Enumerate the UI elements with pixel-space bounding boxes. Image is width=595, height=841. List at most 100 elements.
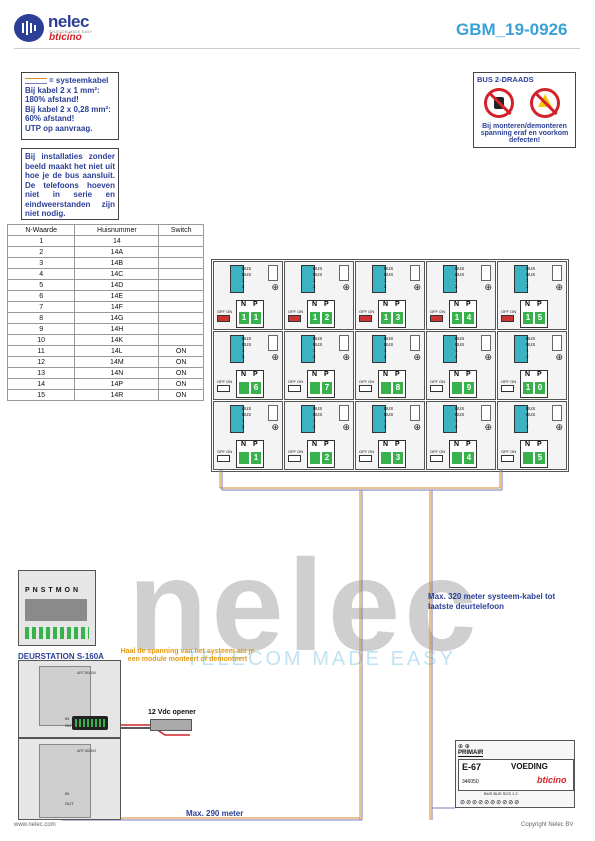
n-label: N bbox=[312, 441, 318, 448]
n-digit: 1 bbox=[381, 312, 391, 324]
handset-icon bbox=[339, 405, 349, 421]
table-cell: 5 bbox=[6, 279, 76, 291]
p-label: P bbox=[253, 301, 258, 308]
crosshair-icon: ⊕ bbox=[413, 282, 421, 292]
switch-toggle bbox=[501, 315, 514, 322]
p-label: P bbox=[253, 371, 258, 378]
switch-toggle bbox=[217, 315, 230, 322]
dip-switch-leds bbox=[25, 627, 89, 639]
crosshair-icon: ⊕ bbox=[271, 282, 279, 292]
n-digit bbox=[239, 382, 249, 394]
p-digit: 4 bbox=[464, 452, 474, 464]
n-digit bbox=[239, 452, 249, 464]
n-digit bbox=[452, 382, 462, 394]
brand-tagline: TELECOM MADE EASY bbox=[49, 30, 93, 34]
crosshair-icon: ⊕ bbox=[555, 422, 563, 432]
crosshair-icon: ⊕ bbox=[484, 352, 492, 362]
switch-toggle bbox=[430, 455, 443, 462]
handset-icon bbox=[552, 335, 562, 351]
p-label: P bbox=[466, 441, 471, 448]
n-label: N bbox=[383, 441, 389, 448]
door-station-title: DEURSTATION S-160A bbox=[18, 652, 104, 661]
cable-note-line: 180% afstand! bbox=[25, 95, 79, 104]
header-divider bbox=[14, 48, 580, 49]
crosshair-icon: ⊕ bbox=[413, 352, 421, 362]
bus-terminal bbox=[443, 405, 457, 433]
p-label: P bbox=[537, 371, 542, 378]
switch-toggle bbox=[288, 385, 301, 392]
switch-toggle bbox=[430, 385, 443, 392]
cable-note-line: 60% afstand! bbox=[25, 114, 75, 123]
switch-toggle bbox=[501, 385, 514, 392]
n-label: N bbox=[241, 371, 247, 378]
p-digit: 2 bbox=[322, 452, 332, 464]
switch-toggle bbox=[359, 315, 372, 322]
cable-note-line: UTP op aanvraag. bbox=[25, 123, 93, 133]
n-digit bbox=[310, 452, 320, 464]
module-out-label: OUT bbox=[65, 801, 74, 806]
p-label: P bbox=[253, 441, 258, 448]
crosshair-icon: ⊕ bbox=[555, 352, 563, 362]
switch-toggle bbox=[359, 455, 372, 462]
switch-label: OFF ON bbox=[501, 309, 517, 314]
p-digit: 8 bbox=[393, 382, 403, 394]
crosshair-icon: ⊕ bbox=[555, 282, 563, 292]
p-label: P bbox=[324, 441, 329, 448]
ps-model: E-67 bbox=[462, 762, 482, 772]
n-label: N bbox=[383, 371, 389, 378]
p-label: P bbox=[537, 441, 542, 448]
p-digit: 1 bbox=[251, 452, 261, 464]
door-station-module-bottom: ART.352400 IN OUT bbox=[18, 738, 121, 820]
switch-label: OFF ON bbox=[288, 449, 304, 454]
ps-brand: bticino bbox=[537, 775, 567, 785]
bus-terminal bbox=[301, 265, 315, 293]
p-digit: 5 bbox=[535, 452, 545, 464]
handset-icon bbox=[552, 405, 562, 421]
p-digit: 9 bbox=[464, 382, 474, 394]
handset-icon bbox=[481, 405, 491, 421]
doc-id: GBM_19-0926 bbox=[456, 20, 568, 39]
warning-box: BUS 2-DRAADS Bij monteren/demonteren spa… bbox=[473, 72, 576, 148]
p-digit: 4 bbox=[464, 312, 474, 324]
crosshair-icon: ⊕ bbox=[342, 422, 350, 432]
door-opener-icon bbox=[150, 719, 192, 731]
bus-terminal bbox=[514, 335, 528, 363]
install-note-box: Bij installaties zonder beeld maakt het … bbox=[21, 148, 119, 220]
bus-terminal bbox=[514, 265, 528, 293]
module-in-label: IN bbox=[65, 716, 69, 721]
p-digit: 0 bbox=[535, 382, 545, 394]
warning-title: BUS 2-DRAADS bbox=[477, 75, 534, 84]
handset-icon bbox=[552, 265, 562, 281]
n-label: N bbox=[454, 301, 460, 308]
switch-label: OFF ON bbox=[359, 379, 375, 384]
p-digit: 2 bbox=[322, 312, 332, 324]
n-digit: 1 bbox=[310, 312, 320, 324]
table-cell: 15 bbox=[6, 389, 76, 401]
p-digit: 1 bbox=[251, 312, 261, 324]
nelec-logo-icon bbox=[14, 14, 44, 42]
switch-label: OFF ON bbox=[288, 309, 304, 314]
